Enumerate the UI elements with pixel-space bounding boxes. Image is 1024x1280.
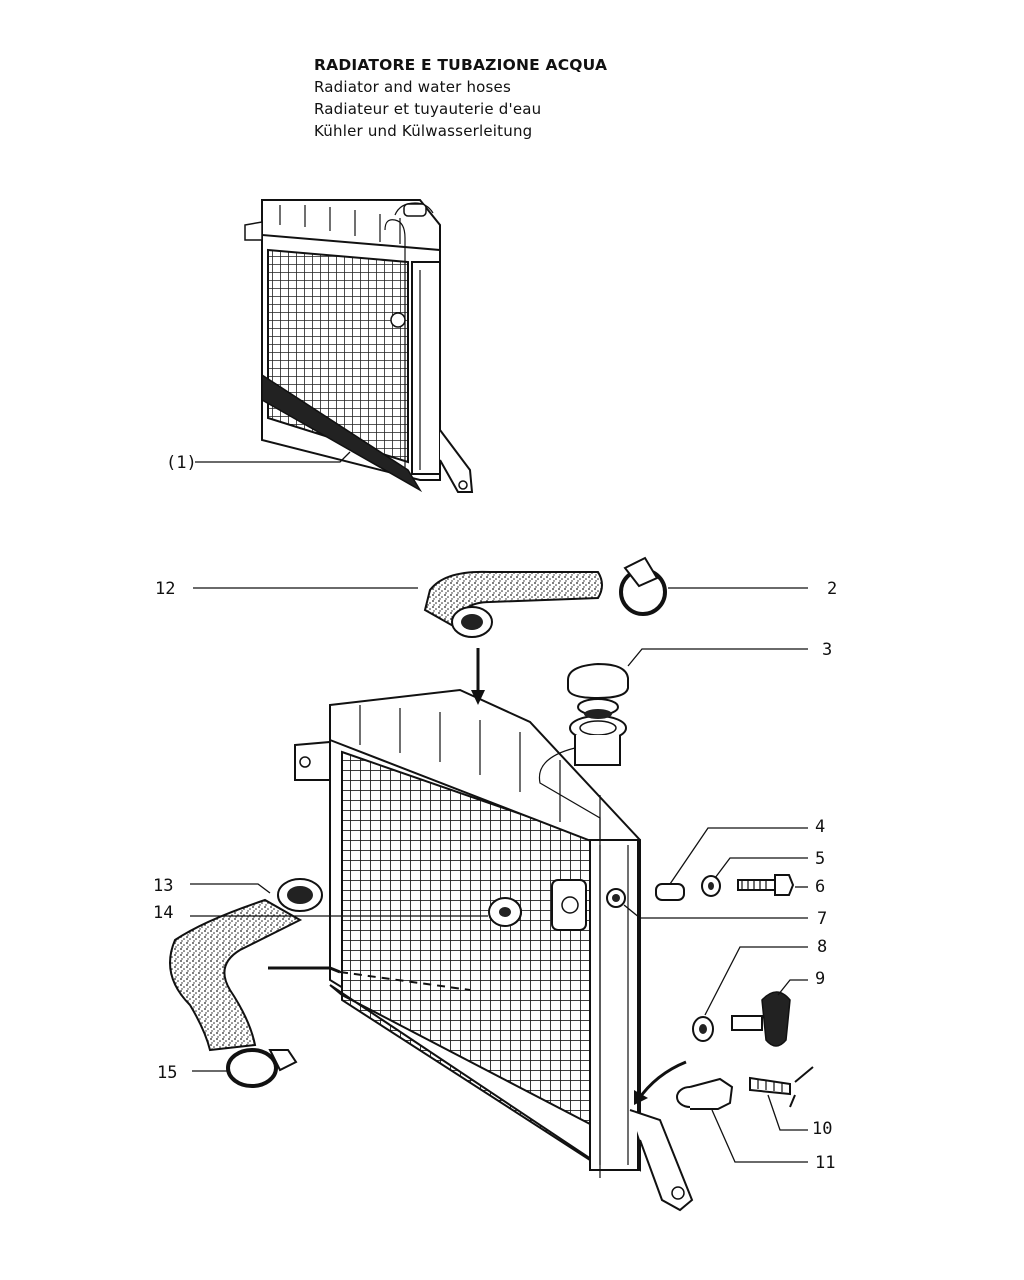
- callout-7: 7: [817, 909, 827, 929]
- bolt: [737, 874, 795, 896]
- callout-13: 13: [153, 876, 173, 896]
- leader-13: [190, 883, 271, 894]
- leader-9: [777, 979, 808, 996]
- threaded-valve: [749, 1066, 814, 1108]
- hose-clamp-lower: [226, 1048, 298, 1088]
- leader-8: [704, 946, 808, 1016]
- spacer-sleeve: [655, 883, 685, 901]
- callout-8: 8: [817, 937, 827, 957]
- callout-4: 4: [815, 817, 825, 837]
- leader-3: [627, 648, 808, 667]
- callout-12: 12: [155, 579, 175, 599]
- temperature-sender: [676, 1077, 734, 1110]
- arrow-head-upper-icon: [471, 690, 485, 705]
- callout-6: 6: [815, 877, 825, 897]
- callout-3: 3: [822, 640, 832, 660]
- leader-1: [195, 451, 351, 463]
- callout-5: 5: [815, 849, 825, 869]
- drain-tap: [731, 991, 791, 1047]
- callout-10: 10: [812, 1119, 832, 1139]
- title-block: RADIATORE E TUBAZIONE ACQUA Radiator and…: [314, 54, 607, 142]
- arrow-hose-lower: [268, 966, 341, 974]
- radiator-assembly-small: [244, 199, 474, 493]
- callout-15: 15: [157, 1063, 177, 1083]
- leader-10: [767, 1094, 808, 1131]
- callout-11: 11: [815, 1153, 835, 1173]
- arrow-head-drain-icon: [634, 1090, 648, 1105]
- callout-9: 9: [815, 969, 825, 989]
- title-english: Radiator and water hoses: [314, 78, 511, 96]
- leader-4: [669, 827, 808, 885]
- lower-hose: [169, 878, 323, 1052]
- callout-2: 2: [827, 579, 837, 599]
- title-italian: RADIATORE E TUBAZIONE ACQUA: [314, 56, 608, 74]
- callout-1: (1): [166, 453, 197, 473]
- radiator-cap: [567, 662, 629, 719]
- leader-5: [714, 857, 808, 879]
- leader-11: [711, 1109, 808, 1163]
- title-french: Radiateur et tuyauterie d'eau: [314, 100, 542, 118]
- callout-14: 14: [153, 903, 173, 923]
- upper-hose: [423, 570, 603, 638]
- rubber-grommet: [488, 897, 522, 927]
- hose-clamp-upper: [619, 556, 667, 616]
- leader-7: [623, 904, 808, 919]
- radiator-assembly-large: [294, 688, 694, 1212]
- title-german: Kühler und Külwasserleitung: [314, 122, 533, 140]
